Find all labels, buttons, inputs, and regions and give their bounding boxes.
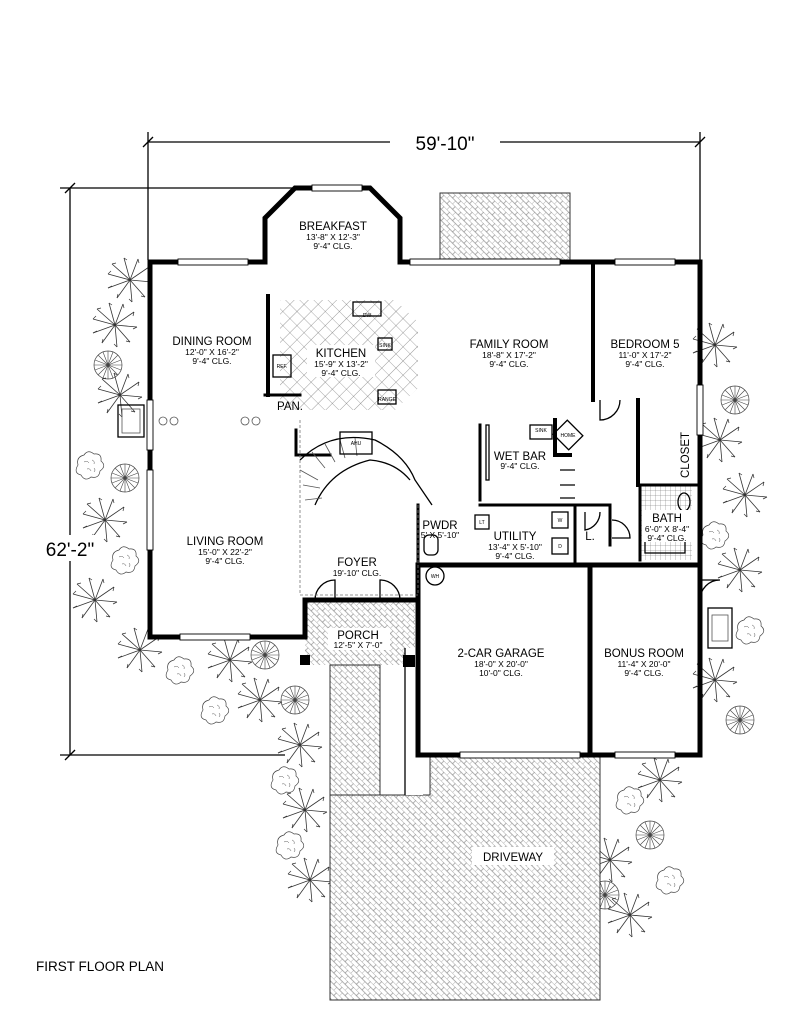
bonus-size: 11'-4" X 20'-0"	[617, 659, 670, 669]
driveway-name: DRIVEWAY	[483, 852, 543, 864]
room-pwdr: PWDR 5' X 5'-10"	[421, 520, 459, 540]
room-linen: L.	[585, 531, 595, 543]
breakfast-name: BREAKFAST	[299, 221, 367, 233]
breakfast-size: 13'-8" X 12'-3"	[306, 232, 360, 242]
bath-ceiling: 9'-4" CLG.	[647, 533, 686, 543]
bedroom5-name: BEDROOM 5	[610, 339, 679, 351]
home-label: HOME	[561, 433, 577, 439]
laundry-tub-label: LT	[479, 520, 484, 526]
dryer-label: D	[558, 544, 562, 550]
wetbar-ceiling: 9'-4" CLG.	[500, 461, 539, 471]
windows	[146, 184, 704, 759]
garage-size: 18'-0" X 20'-0"	[474, 659, 528, 669]
dining-size: 12'-0" X 16'-2"	[185, 347, 239, 357]
bedroom5-size: 11'-0" X 17'-2"	[618, 350, 671, 360]
family-ceiling: 9'-4" CLG.	[489, 359, 528, 369]
utility-ceiling: 9'-4" CLG.	[495, 551, 534, 561]
room-dining: DINING ROOM 12'-0" X 16'-2" 9'-4" CLG.	[172, 336, 251, 366]
staircase	[299, 420, 433, 596]
living-size: 15'-0" X 22'-2"	[198, 547, 252, 557]
ahu-label: AHU	[351, 441, 362, 447]
room-garage: 2-CAR GARAGE 18'-0" X 20'-0" 10'-0" CLG.	[458, 648, 545, 678]
room-breakfast: BREAKFAST 13'-8" X 12'-3" 9'-4" CLG.	[299, 221, 367, 251]
width-dimension: 59'-10"	[142, 130, 706, 260]
bar-sink-label: SINK	[535, 428, 547, 434]
dining-ceiling: 9'-4" CLG.	[192, 356, 231, 366]
fixtures	[117, 301, 733, 667]
range-label: RANGE	[378, 397, 396, 403]
closet-name: CLOSET	[680, 432, 692, 478]
washer-label: W	[558, 518, 563, 524]
family-size: 18'-8" X 17'-2"	[482, 350, 536, 360]
depth-dimension: 62'-2"	[38, 182, 300, 761]
pwdr-name: PWDR	[422, 520, 457, 532]
utility-name: UTILITY	[494, 531, 537, 543]
dw-label: DW	[363, 313, 372, 319]
bonus-ceiling: 9'-4" CLG.	[624, 668, 663, 678]
porch-size: 12'-5" X 7'-0"	[334, 640, 383, 650]
linen-name: L.	[585, 531, 595, 543]
exterior-walls	[147, 185, 703, 758]
room-pantry: PAN.	[277, 401, 303, 413]
room-wetbar: WET BAR 9'-4" CLG.	[494, 451, 546, 471]
doors	[314, 399, 721, 601]
pantry-name: PAN.	[277, 401, 303, 413]
breakfast-ceiling: 9'-4" CLG.	[313, 241, 352, 251]
room-living: LIVING ROOM 15'-0" X 22'-2" 9'-4" CLG.	[187, 536, 264, 566]
living-name: LIVING ROOM	[187, 536, 264, 548]
room-foyer: FOYER 19'-10" CLG.	[333, 557, 382, 578]
kitchen-ceiling: 9'-4" CLG.	[321, 368, 360, 378]
room-kitchen: KITCHEN 15'-9" X 13'-2" 9'-4" CLG.	[307, 345, 375, 378]
overall-width-label: 59'-10"	[416, 134, 475, 155]
garage-ceiling: 10'-0" CLG.	[479, 668, 523, 678]
garage-name: 2-CAR GARAGE	[458, 648, 545, 660]
room-family: FAMILY ROOM 18'-8" X 17'-2" 9'-4" CLG.	[470, 339, 549, 369]
kitchen-name: KITCHEN	[316, 348, 366, 360]
patio-paving	[439, 192, 571, 264]
pwdr-size: 5' X 5'-10"	[421, 530, 459, 540]
room-closet: CLOSET	[680, 432, 692, 478]
bath-name: BATH	[652, 513, 682, 525]
bedroom5-ceiling: 9'-4" CLG.	[625, 359, 664, 369]
room-bedroom5: BEDROOM 5 11'-0" X 17'-2" 9'-4" CLG.	[610, 339, 679, 369]
wh-label: WH	[431, 574, 440, 580]
utility-size: 13'-4" X 5'-10"	[488, 542, 542, 552]
living-ceiling: 9'-4" CLG.	[205, 556, 244, 566]
kitchen-size: 15'-9" X 13'-2"	[314, 359, 368, 369]
foyer-name: FOYER	[337, 557, 377, 569]
foyer-ceiling: 19'-10" CLG.	[333, 568, 382, 578]
wetbar-name: WET BAR	[494, 451, 546, 463]
family-name: FAMILY ROOM	[470, 339, 549, 351]
bath-size: 6'-0" X 8'-4"	[645, 524, 689, 534]
driveway-label-group: DRIVEWAY	[472, 847, 554, 865]
room-porch: PORCH 12'-5" X 7'-0"	[328, 628, 390, 650]
overall-depth-label: 62'-2"	[46, 540, 94, 561]
porch-name: PORCH	[337, 630, 379, 642]
room-bonus: BONUS ROOM 11'-4" X 20'-0" 9'-4" CLG.	[604, 648, 684, 678]
room-utility: UTILITY 13'-4" X 5'-10" 9'-4" CLG.	[488, 531, 542, 561]
ref-label: REF.	[277, 364, 288, 370]
plan-title: FIRST FLOOR PLAN	[36, 959, 164, 974]
room-bath: BATH 6'-0" X 8'-4" 9'-4" CLG.	[642, 510, 692, 543]
bonus-name: BONUS ROOM	[604, 648, 684, 660]
sink-label: SINK	[379, 343, 391, 349]
dining-name: DINING ROOM	[172, 336, 251, 348]
